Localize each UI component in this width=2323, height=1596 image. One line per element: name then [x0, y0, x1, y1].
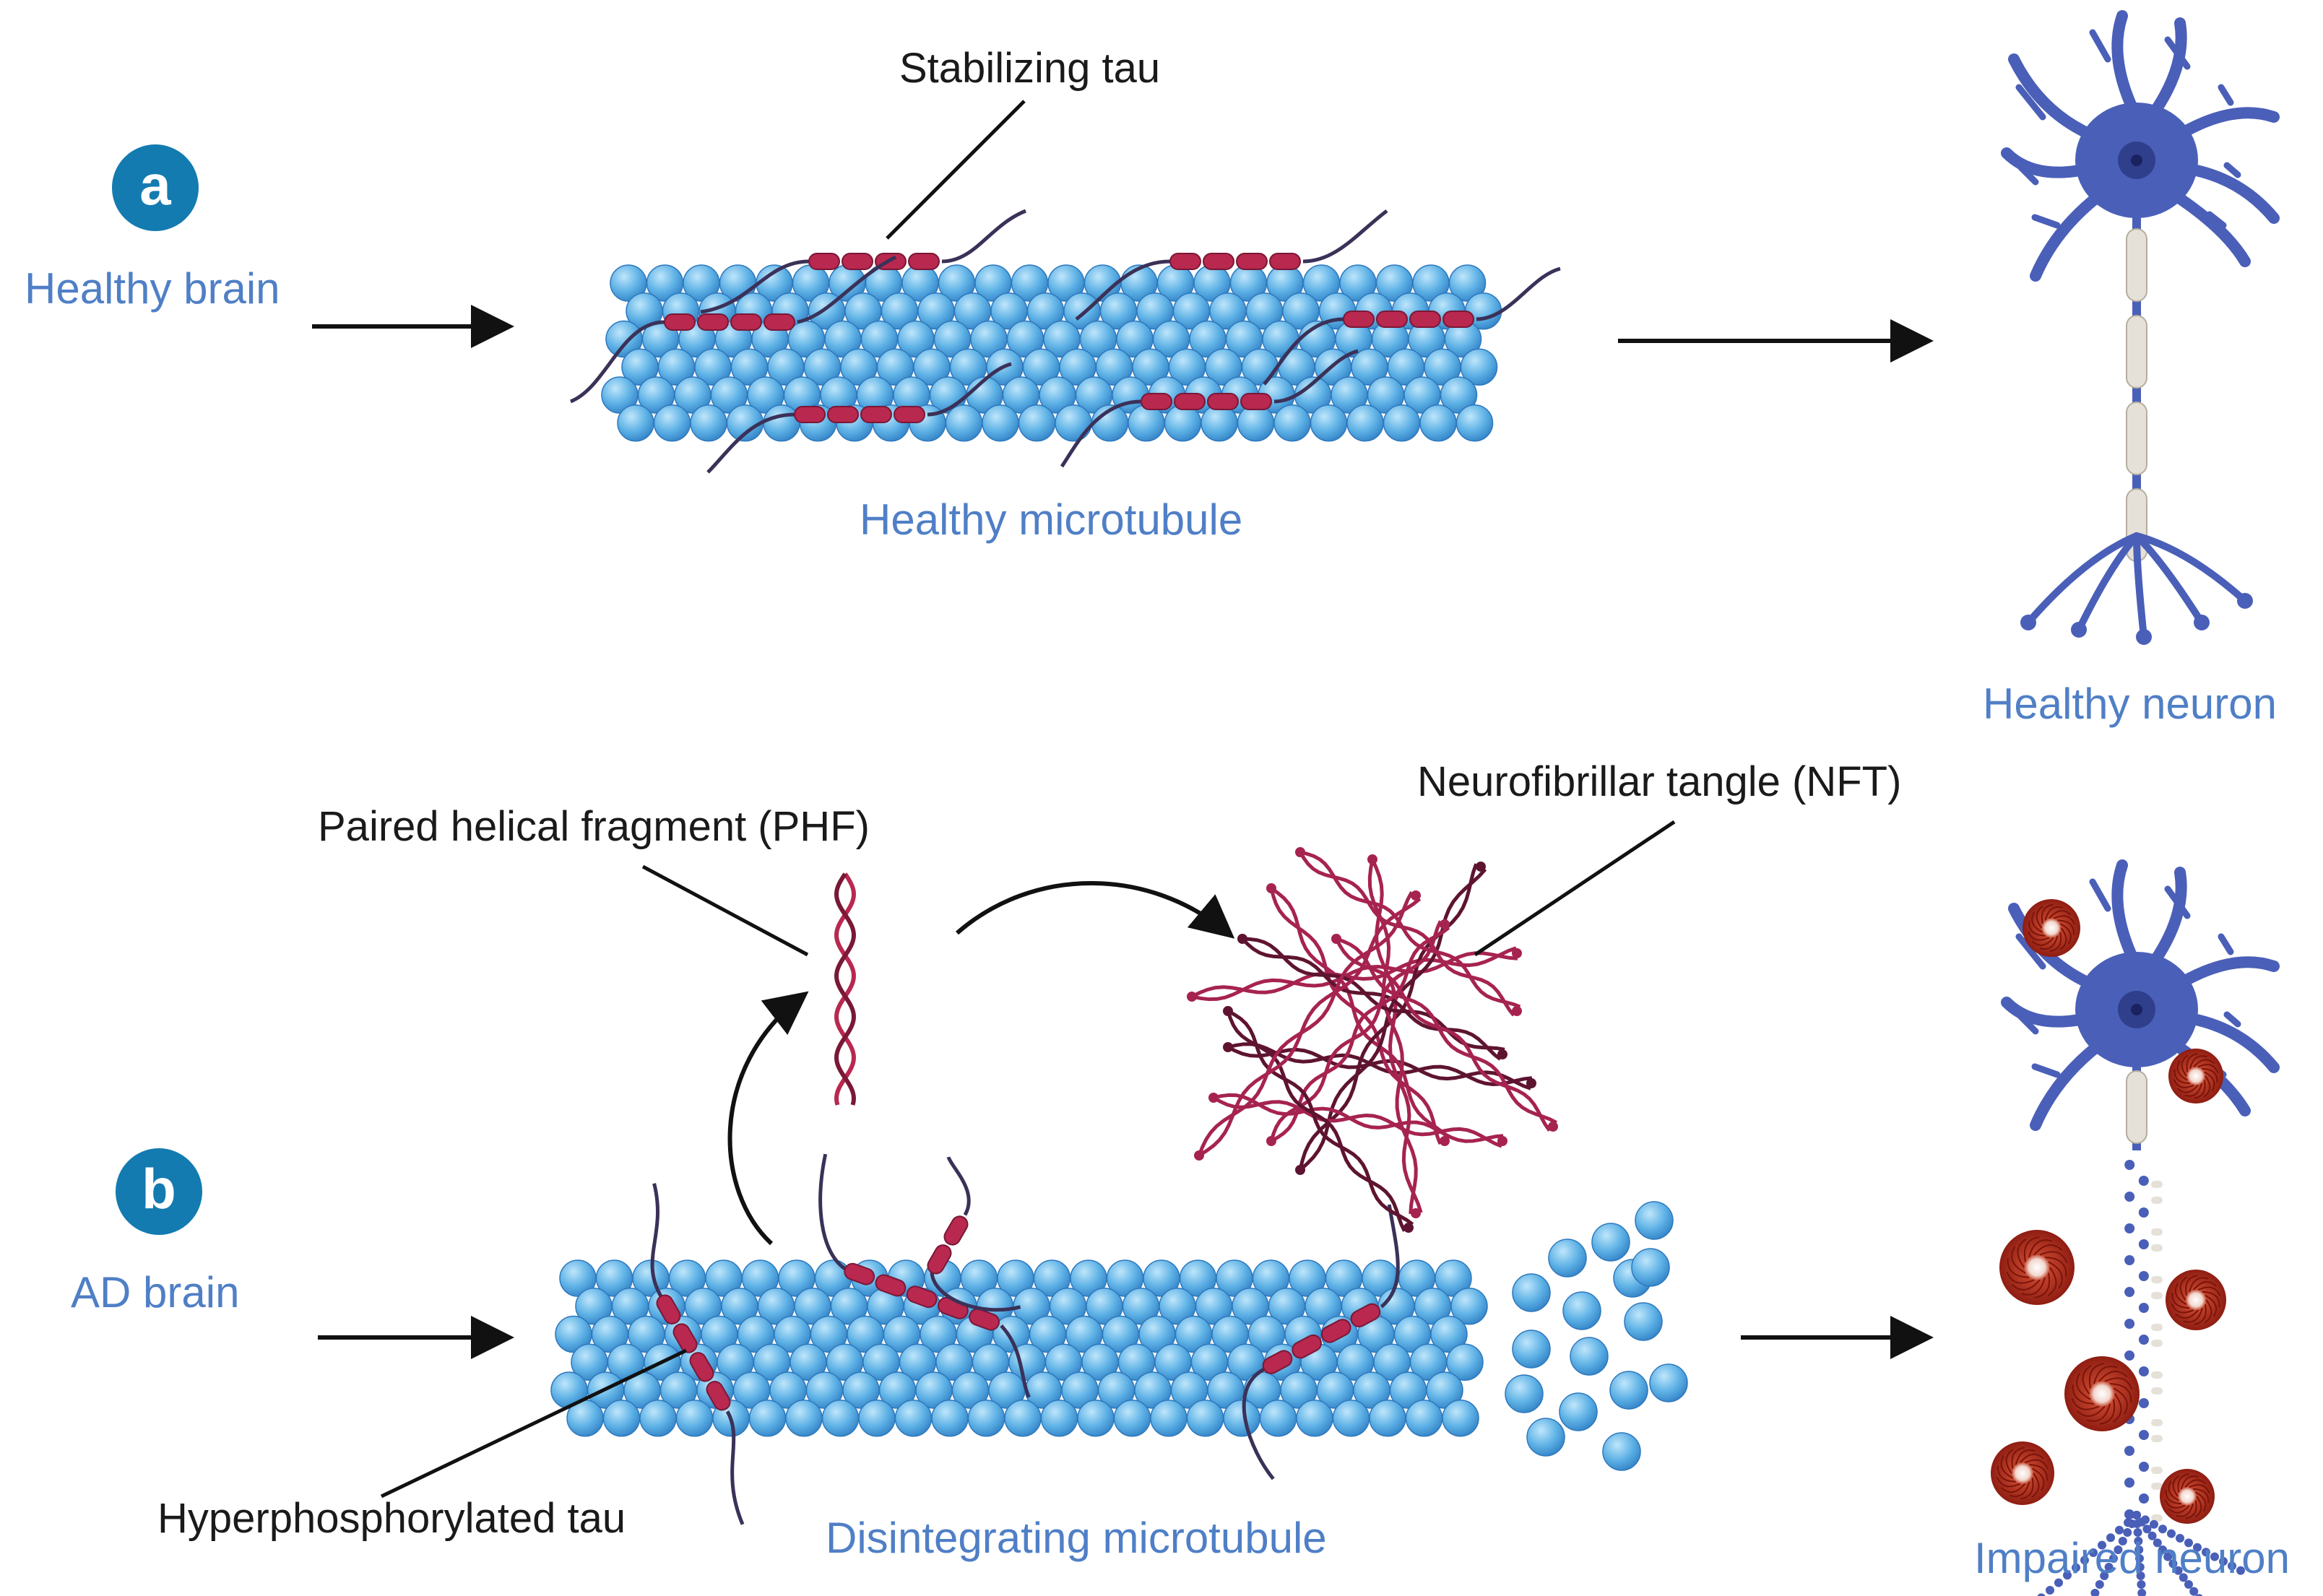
stabilizing-tau-proteins	[570, 209, 1561, 474]
disintegrating-microtubule-label: Disintegrating microtubule	[826, 1514, 1327, 1562]
paired-helical-fragment	[834, 872, 857, 1106]
healthy-brain-label: Healthy brain	[25, 264, 280, 313]
phf-pointer	[641, 864, 809, 957]
hyperphosphorylated-tau-label: Hyperphosphorylated tau	[157, 1495, 626, 1542]
neurofibrillar-tangle	[1187, 847, 1558, 1233]
phf-label: Paired helical fragment (PHF)	[318, 803, 870, 850]
arrow-phf-to-nft	[956, 881, 1235, 939]
released-tubulin-dimers	[1505, 1201, 1688, 1471]
healthy-microtubule-label: Healthy microtubule	[860, 495, 1243, 544]
arrow-tau-to-phf	[727, 991, 809, 1246]
hyperphosphorylated-tau-proteins	[650, 1153, 1400, 1525]
nft-label: Neurofibrillar tangle (NFT)	[1417, 758, 1902, 805]
panel-a-badge: a	[112, 144, 199, 231]
hyperphosphorylated-tau-pointer	[380, 1348, 688, 1499]
panel-b-badge: b	[116, 1148, 202, 1235]
ad-brain-label: AD brain	[71, 1268, 240, 1317]
stabilizing-tau-pointer	[886, 100, 1026, 240]
healthy-neuron	[2001, 10, 2280, 645]
disintegrating-microtubule	[550, 1259, 1488, 1437]
amyloid-plaques	[1991, 899, 2226, 1524]
healthy-neuron-label: Healthy neuron	[1983, 680, 2277, 728]
stabilizing-tau-label: Stabilizing tau	[899, 45, 1161, 92]
healthy-microtubule	[601, 264, 1502, 442]
impaired-neuron-label: Impaired neuron	[1974, 1534, 2290, 1582]
nft-pointer	[1474, 820, 1676, 957]
